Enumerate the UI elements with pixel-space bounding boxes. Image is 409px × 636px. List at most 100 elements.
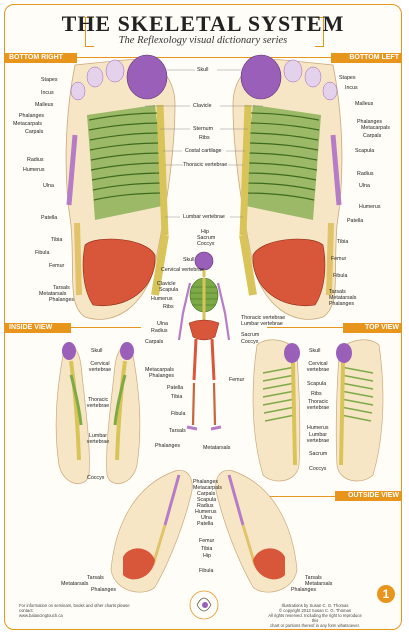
label-humerus-topview: Humerus — [307, 425, 329, 431]
label-malleus-bl: Malleus — [355, 101, 374, 107]
label-radius-outside: Radius — [197, 503, 214, 509]
label-carpals-br: Carpals — [25, 129, 44, 135]
label-costal-cartilage-top: Costal cartilage — [185, 148, 222, 154]
label-radius-figure: Radius — [151, 328, 168, 334]
label-lumbar-vertebrae-inside: Lumbar vertebrae — [86, 433, 110, 445]
label-femur-br: Femur — [49, 263, 65, 269]
label-fibula-bl: Fibula — [333, 273, 348, 279]
label-phalanges-outside: Phalanges — [193, 479, 219, 485]
label-fibula-br: Fibula — [35, 250, 50, 256]
label-tibia-br: Tibia — [51, 237, 63, 243]
label-coccyx-figure: Coccyx — [241, 339, 259, 345]
foot-inside-view-right — [106, 342, 141, 485]
foot-bottom-left — [232, 54, 343, 320]
label-sacrum-topview: Sacrum — [309, 451, 328, 457]
label-scapula-bl: Scapula — [355, 148, 375, 154]
footer-copyright: Illustrations by Susan C. G. Thomas © co… — [265, 603, 365, 628]
label-humerus-figure: Humerus — [151, 296, 173, 302]
section-band-top-view: TOP VIEW — [343, 323, 401, 333]
label-carpals-bl: Carpals — [363, 133, 382, 139]
label-metatarsals-figure: Metatarsals — [203, 445, 231, 451]
section-rule-outside — [267, 496, 335, 497]
label-tarsals-br: Tarsals — [53, 285, 70, 291]
foot-outside-view-left — [110, 469, 193, 593]
section-title-bottom-right: BOTTOM RIGHT — [9, 54, 63, 61]
footer-rights-line: All rights reserved. Including the right… — [268, 613, 362, 623]
label-tibia-bl: Tibia — [337, 239, 349, 245]
section-title-inside-view: INSIDE VIEW — [9, 324, 53, 331]
label-metacarpals-bl: Metacarpals — [361, 125, 390, 131]
label-fibula-outside: Fibula — [199, 568, 214, 574]
label-patella-br: Patella — [41, 215, 58, 221]
label-ulna-outside: Ulna — [201, 515, 212, 521]
label-hip-outside: Hip — [203, 553, 211, 559]
section-rule-top-view — [267, 327, 343, 328]
label-thoracic-vertebrae-inside: Thoracic vertebrae — [86, 397, 110, 409]
label-phalanges-outside-right: Phalanges — [291, 587, 317, 593]
footer-website-link[interactable]: www.balancingtouch.ca — [19, 613, 63, 618]
label-hip-center: Hip — [201, 229, 209, 235]
label-patella-bl: Patella — [347, 218, 364, 224]
label-tarsals-outside-left: Tarsals — [87, 575, 104, 581]
label-tarsals-bl: Tarsals — [329, 289, 346, 295]
label-thoracic-vertebrae-figure: Thoracic vertebrae — [241, 315, 286, 321]
label-metacarpals-br: Metacarpals — [13, 121, 42, 127]
full-skeleton-figure — [177, 251, 231, 431]
label-femur-bl: Femur — [331, 256, 347, 262]
label-ribs-figure: Ribs — [163, 304, 174, 310]
label-fibula-figure: Fibula — [171, 411, 186, 417]
label-phalanges-feet-figure: Phalanges — [155, 443, 181, 449]
section-rule-inside — [71, 327, 141, 328]
label-phalanges-br: Phalanges — [19, 113, 45, 119]
label-humerus-bl: Humerus — [359, 204, 381, 210]
label-patella-outside: Patella — [197, 521, 214, 527]
label-metacarpals-outside: Metacarpals — [193, 485, 222, 491]
label-lumbar-vertebrae-figure: Lumbar vertebrae — [241, 321, 283, 327]
label-thoracic-vertebrae-top: Thoracic vertebrae — [183, 162, 228, 168]
title-bracket-right — [315, 17, 324, 47]
label-clavicle-top: Clavicle — [193, 103, 212, 109]
label-tibia-outside: Tibia — [201, 546, 213, 552]
label-clavicle-figure: Clavicle — [157, 281, 176, 287]
label-coccyx-topview: Coccyx — [309, 466, 327, 472]
label-sacrum-center: Sacrum — [197, 235, 216, 241]
label-metatarsals-bl: Metatarsals — [329, 295, 357, 301]
label-phalanges-figure: Phalanges — [149, 373, 175, 379]
label-scapula-figure: Scapula — [159, 287, 179, 293]
foot-outside-view-right — [215, 469, 298, 593]
label-tarsals-outside-right: Tarsals — [305, 575, 322, 581]
foot-top-view-right — [335, 339, 384, 482]
label-skull-top: Skull — [197, 67, 209, 73]
section-band-bottom-right: BOTTOM RIGHT — [5, 53, 77, 63]
label-carpals-outside: Carpals — [197, 491, 216, 497]
label-sacrum-figure: Sacrum — [241, 332, 260, 338]
foot-bottom-right — [65, 54, 176, 320]
label-metatarsals-outside-right: Metatarsals — [305, 581, 333, 587]
label-carpals-figure: Carpals — [145, 339, 164, 345]
title-bracket-left — [85, 17, 94, 47]
label-skull-topview: Skull — [309, 348, 321, 354]
label-coccyx-inside: Coccyx — [87, 475, 105, 481]
label-phalanges-outside-left: Phalanges — [91, 587, 117, 593]
label-coccyx-center: Coccyx — [197, 241, 215, 247]
label-cervical-vertebrae-inside: Cervical vertebrae — [88, 361, 112, 373]
section-band-outside-view: OUTSIDE VIEW — [335, 491, 401, 501]
section-band-bottom-left: BOTTOM LEFT — [331, 53, 401, 63]
label-thoracic-vertebrae-topview: Thoracic vertebrae — [306, 399, 330, 411]
chart-card: THE SKELETAL SYSTEM The Reflexology visu… — [4, 4, 402, 630]
section-rule-top — [77, 57, 331, 58]
label-scapula-topview: Scapula — [307, 381, 327, 387]
label-malleus-br: Malleus — [35, 102, 54, 108]
label-cervical-vertebrae-topview: Cervical vertebrae — [306, 361, 330, 373]
label-ulna-bl: Ulna — [359, 183, 370, 189]
foot-inside-view-left — [55, 342, 90, 485]
label-tarsals-figure: Tarsals — [169, 428, 186, 434]
label-radius-bl: Radius — [357, 171, 374, 177]
label-stapes-bl: Stapes — [339, 75, 356, 81]
label-cervical-vertebrae-figure: Cervical vertebrae — [161, 267, 204, 273]
section-title-outside-view: OUTSIDE VIEW — [348, 492, 399, 499]
footer-copyright-line: © copyright 2013 Susan C. G. Thomas — [279, 608, 351, 613]
label-humerus-br: Humerus — [23, 167, 45, 173]
label-phalanges-feet-br: Phalanges — [49, 297, 75, 303]
label-scapula-outside: Scapula — [197, 497, 217, 503]
